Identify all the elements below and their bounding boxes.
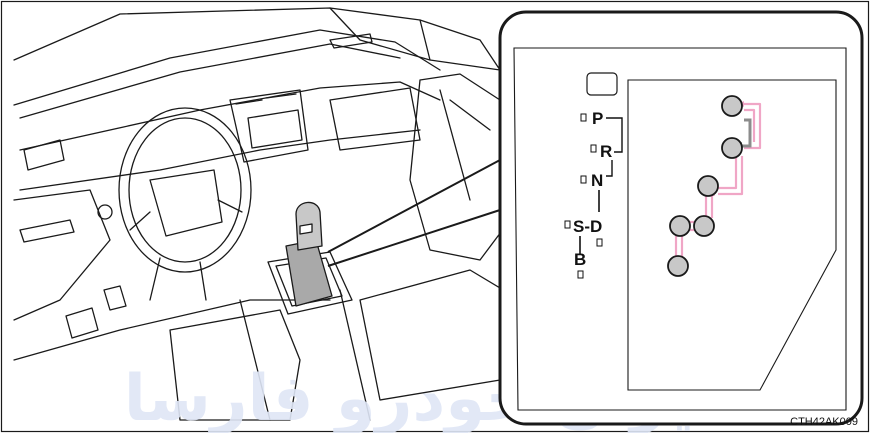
- steering-wheel-hub: [150, 170, 222, 236]
- p-lamp: [581, 114, 586, 121]
- r-lamp: [591, 145, 596, 152]
- radio-panel: [248, 110, 302, 148]
- dashboard-upper-edge: [20, 44, 400, 118]
- n-lamp: [581, 176, 586, 183]
- left-door-handle: [20, 220, 74, 242]
- steering-wheel-rim: [119, 108, 251, 272]
- passenger-seat-back: [410, 74, 510, 260]
- gate-position-b: [668, 256, 688, 276]
- gate-position-s: [670, 216, 690, 236]
- gate-position-d: [694, 216, 714, 236]
- gear-label-n: N: [591, 171, 603, 190]
- gear-label-s-dash-d: S-D: [573, 217, 602, 236]
- dashboard-lower: [20, 130, 420, 190]
- car-interior-illustration: [14, 8, 520, 420]
- ignition: [98, 205, 112, 219]
- gear-label-r: R: [600, 142, 612, 161]
- shift-pattern-callout: P R N S-D B: [500, 12, 862, 424]
- b-lamp: [578, 271, 583, 278]
- steering-column: [150, 258, 206, 300]
- accelerator-pedal: [104, 286, 126, 310]
- left-vent: [24, 140, 64, 170]
- gate-position-p: [722, 96, 742, 116]
- windshield-frame: [14, 8, 420, 60]
- brake-pedal: [66, 308, 98, 338]
- s-lamp: [565, 221, 570, 228]
- gate-position-r: [722, 138, 742, 158]
- gear-label-p: P: [592, 109, 603, 128]
- shift-boot: [286, 240, 332, 306]
- gear-selector: [286, 202, 332, 306]
- indicator-window: [587, 73, 617, 95]
- gate-position-n: [698, 176, 718, 196]
- glovebox: [330, 88, 420, 150]
- shift-knob-button: [300, 224, 312, 234]
- figure-code: CTH42AK009: [790, 416, 858, 428]
- d-lamp: [597, 239, 602, 246]
- dashboard-top: [14, 30, 440, 105]
- side-window: [420, 20, 500, 70]
- center-stack: [230, 90, 308, 162]
- dashboard-face: [20, 82, 440, 150]
- steering-wheel-inner: [129, 118, 241, 262]
- seat-belt: [440, 90, 490, 200]
- callout-leader: [328, 160, 500, 266]
- left-door-panel: [14, 190, 110, 320]
- steering-wheel-spoke: [130, 200, 242, 230]
- gear-label-b: B: [574, 250, 586, 269]
